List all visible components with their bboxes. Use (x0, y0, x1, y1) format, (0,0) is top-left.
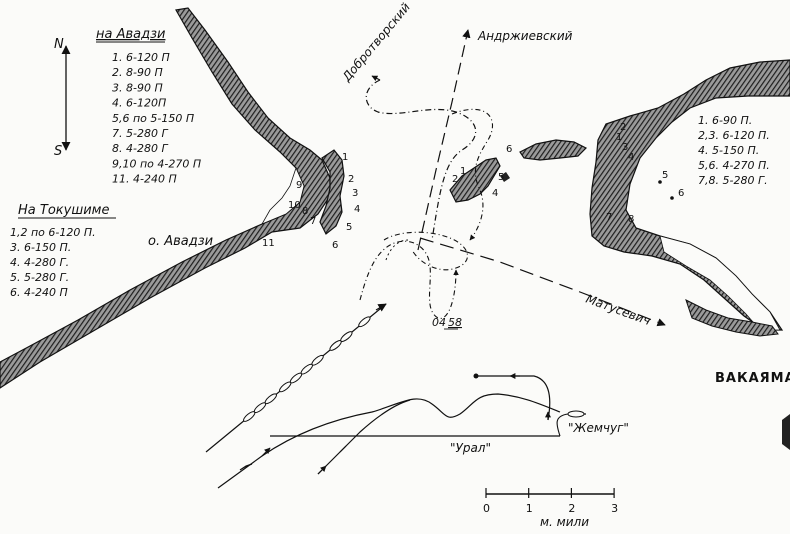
legend-avadzi-item: 2. 8-90 П (112, 66, 163, 79)
legend-vakayama: 1. 6-90 П. 2,3. 6-120 П. 4. 5-150 П. 5,6. 4… (698, 114, 770, 187)
scale-tick-label: 0 (483, 502, 490, 515)
avadzi-island (0, 7, 331, 389)
battery-number-vakayama: 6 (678, 188, 684, 199)
compass: N S (54, 37, 71, 159)
battery-number-tokushime: 2 (452, 174, 458, 185)
island-tokushime-main (449, 157, 501, 203)
legend-tokushime-item: 5. 5-280 Г. (10, 271, 69, 284)
battery-numbers-tokushime: 12 45 6 (452, 144, 512, 199)
legend-vakayama-item: 5,6. 4-270 П. (698, 159, 770, 172)
compass-south: S (54, 144, 62, 159)
battery-number-tokushime: 4 (492, 188, 498, 199)
vakayama-coast (589, 59, 790, 331)
yura-hook (319, 149, 345, 235)
battery-number-vakayama: 1 (616, 132, 622, 143)
right-edge-island (782, 414, 790, 450)
ship-silhouette (311, 354, 324, 366)
legend-vakayama-item: 7,8. 5-280 Г. (698, 174, 768, 187)
battery-number-tokushime: 6 (506, 144, 512, 155)
battery-number-tokushime: 1 (460, 166, 466, 177)
legend-tokushime-title: На Токушиме (18, 203, 109, 218)
label-vakayama: ВАКАЯМА (715, 371, 790, 386)
track-ural: "Урал" (217, 393, 561, 489)
battery-number-avadzi: 6 (332, 240, 338, 251)
legend-avadzi-item: 11. 4-240 П (112, 173, 177, 186)
scale-unit: м. мили (540, 515, 589, 529)
legend-tokushime-item: 4. 4-280 Г. (10, 256, 69, 269)
battery-number-avadzi: 3 (352, 188, 358, 199)
battery-number-tokushime: 5 (498, 172, 504, 183)
legend-vakayama-item: 4. 5-150 П. (698, 144, 759, 157)
legend-avadzi-item: 5,6 по 5-150 П (112, 112, 194, 125)
battery-numbers-avadzi: 12 3 456 78 9 10 11 (262, 152, 360, 251)
battery-number-vakayama: 8 (628, 214, 634, 225)
battery-number-avadzi: 11 (262, 238, 275, 249)
vakayama-spit (685, 299, 779, 337)
label-andrzhievsky: Андржиевский (477, 29, 573, 43)
label-ural: "Урал" (450, 441, 491, 455)
battery-number-vakayama: 3 (622, 142, 628, 153)
squadron-column (205, 303, 387, 453)
battery-number-vakayama: 2 (620, 122, 626, 133)
legend-tokushime-item: 6. 4-240 П (10, 286, 68, 299)
battery-number-avadzi: 10 (288, 200, 301, 211)
scale-tick-label: 2 (568, 502, 575, 515)
battery-number-avadzi: 8 (302, 206, 308, 217)
legend-vakayama-item: 1. 6-90 П. (698, 114, 752, 127)
scale-bar: 0 1 2 3 м. мили (483, 488, 618, 529)
legend-avadzi: на Авадзи 1. 6-120 П 2. 8-90 П 3. 8-90 П 4.… (96, 27, 201, 186)
ship-silhouette (358, 316, 371, 328)
battery-number-avadzi: 9 (296, 180, 302, 191)
battery-number-avadzi: 5 (346, 222, 352, 233)
legend-avadzi-item: 8. 4-280 Г (112, 142, 168, 155)
battery-number-avadzi: 2 (348, 174, 354, 185)
legend-vakayama-item: 2,3. 6-120 П. (698, 129, 770, 142)
track-andrzhievsky: Андржиевский (417, 29, 573, 251)
island-tokushime-dot (500, 172, 510, 182)
battery-dot (658, 180, 662, 184)
label-matusevich: Матусевич (584, 292, 652, 328)
ship-silhouette (340, 331, 353, 342)
legend-tokushime-item: 3. 6-150 П. (10, 241, 71, 254)
scale-tick-label: 3 (611, 502, 618, 515)
battery-number-avadzi: 1 (342, 152, 348, 163)
label-zhemchug: "Жемчуг" (568, 421, 629, 435)
legend-avadzi-item: 1. 6-120 П (112, 51, 170, 64)
legend-avadzi-item: 9,10 по 4-270 П (112, 157, 201, 170)
battery-number-avadzi: 7 (310, 216, 316, 227)
battery-number-vakayama: 4 (628, 152, 634, 163)
battery-number-avadzi: 4 (354, 204, 360, 215)
battery-number-vakayama: 7 (606, 212, 612, 223)
battery-number-vakayama: 5 (662, 170, 668, 181)
legend-tokushime: На Токушиме 1,2 по 6-120 П. 3. 6-150 П. 4.… (10, 203, 116, 299)
battery-dot (670, 196, 674, 200)
label-dobrotvorsky: Добротворский (339, 0, 413, 85)
legend-avadzi-title: на Авадзи (96, 27, 165, 42)
legend-avadzi-item: 7. 5-280 Г (112, 127, 168, 140)
legend-tokushime-item: 1,2 по 6-120 П. (10, 226, 96, 239)
label-avadzi-island: о. Авадзи (148, 234, 213, 249)
legend-avadzi-item: 3. 8-90 П (112, 81, 163, 94)
island-tokushime-east (519, 139, 588, 161)
legend-avadzi-item: 4. 6-120П (112, 97, 166, 110)
track-zhemchug: "Жемчуг" (270, 373, 629, 437)
compass-north: N (54, 37, 64, 52)
scale-tick-label: 1 (526, 502, 533, 515)
ship-silhouette (264, 393, 277, 405)
